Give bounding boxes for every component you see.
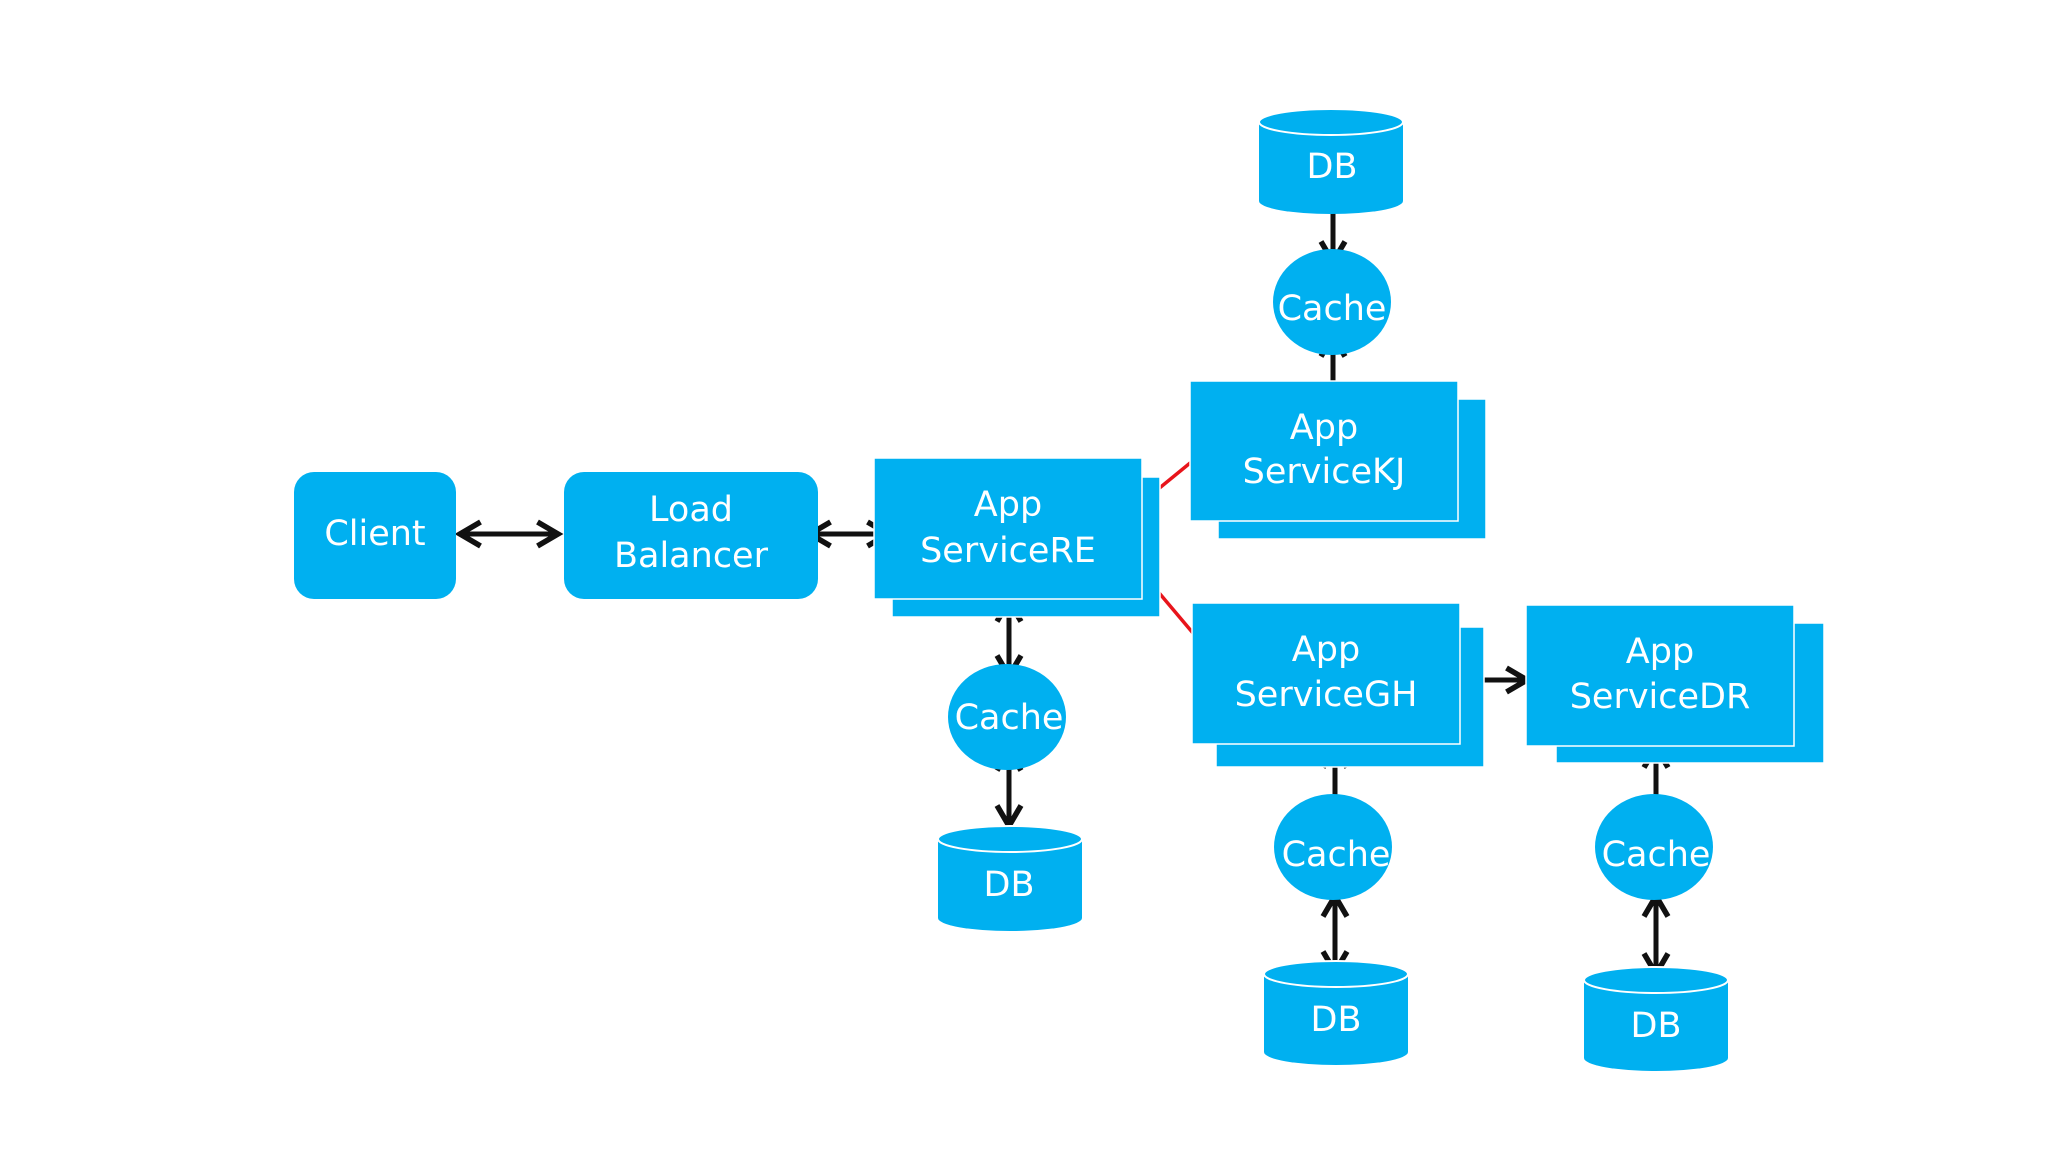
cache-dr-label: Cache xyxy=(1602,835,1711,875)
cache-gh-label: Cache xyxy=(1282,835,1391,875)
service-dr-label-line2: ServiceDR xyxy=(1570,677,1751,717)
client-node: Client xyxy=(294,472,456,599)
service-gh-label-line2: ServiceGH xyxy=(1235,675,1418,715)
load-balancer-label-line1: Load xyxy=(649,490,733,530)
service-kj-stack-front xyxy=(1189,380,1459,522)
client-label: Client xyxy=(324,514,425,554)
service-re-label-line1: App xyxy=(974,485,1042,525)
db-gh-node: DB xyxy=(1263,960,1409,1065)
load-balancer-label-line2: Balancer xyxy=(614,536,769,576)
service-gh-stack-front xyxy=(1191,602,1461,745)
service-re-label-line2: ServiceRE xyxy=(920,531,1096,571)
cache-kj-label: Cache xyxy=(1278,289,1387,329)
service-kj-node: App ServiceKJ xyxy=(1189,380,1487,540)
cache-kj-node: Cache xyxy=(1273,249,1391,355)
service-gh-node: App ServiceGH xyxy=(1191,602,1485,768)
service-re-stack-front xyxy=(873,457,1143,600)
db-kj-node: DB xyxy=(1258,108,1404,214)
service-kj-label-line1: App xyxy=(1290,408,1358,448)
db-dr-node: DB xyxy=(1583,966,1729,1071)
service-gh-label-line1: App xyxy=(1292,630,1360,670)
db-dr-label: DB xyxy=(1631,1006,1682,1046)
service-dr-stack-front xyxy=(1525,604,1795,747)
cache-re-label: Cache xyxy=(955,698,1064,738)
cache-re-node: Cache xyxy=(948,664,1066,770)
service-re-node: App ServiceRE xyxy=(873,457,1161,618)
load-balancer-node: Load Balancer xyxy=(564,472,818,599)
service-kj-label-line2: ServiceKJ xyxy=(1243,452,1406,492)
db-re-label: DB xyxy=(984,865,1035,905)
db-gh-label: DB xyxy=(1311,1000,1362,1040)
db-kj-label: DB xyxy=(1307,147,1358,187)
db-re-node: DB xyxy=(937,825,1083,931)
cache-gh-node: Cache xyxy=(1274,794,1392,900)
service-dr-node: App ServiceDR xyxy=(1525,604,1825,764)
cache-dr-node: Cache xyxy=(1595,794,1713,900)
service-dr-label-line1: App xyxy=(1626,632,1694,672)
